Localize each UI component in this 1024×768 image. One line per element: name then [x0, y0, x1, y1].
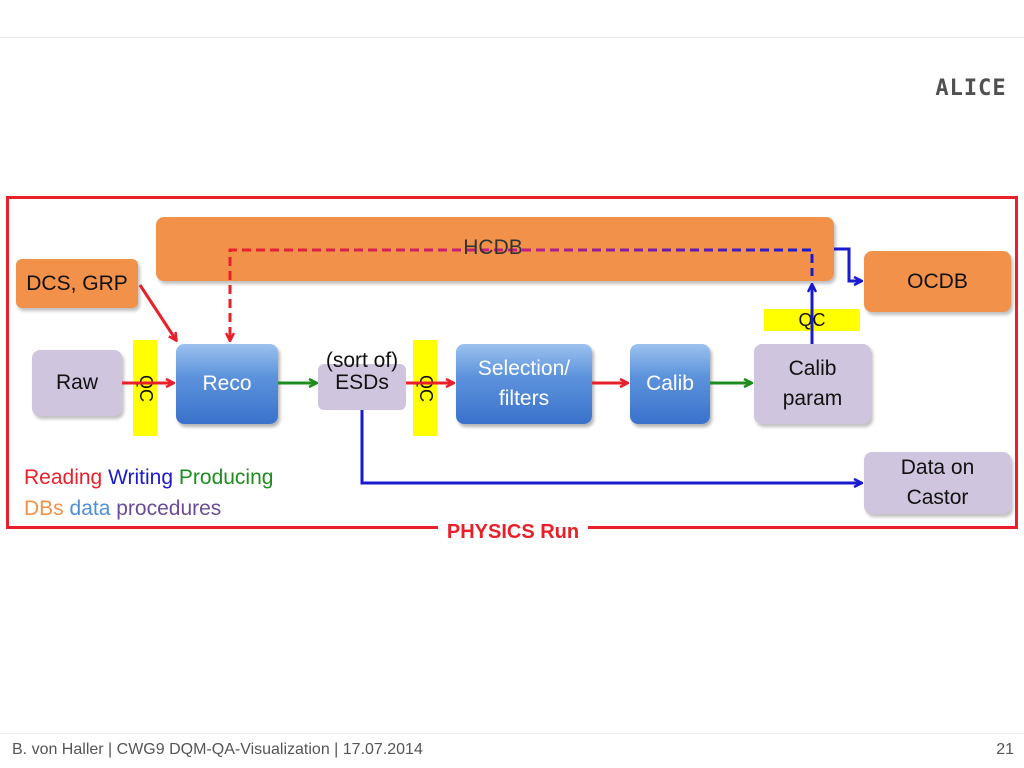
legend-line2: DBs data procedures — [24, 497, 221, 521]
alice-logo-text: ALICE — [935, 76, 1007, 101]
hcdb-to-ocdb-arrow — [834, 247, 861, 281]
ocdb-box: OCDB — [864, 251, 1011, 312]
dcs-grp-label: DCS, GRP — [26, 271, 128, 295]
esds-box — [318, 364, 406, 410]
data-castor-box: Data on Castor — [864, 452, 1011, 514]
dcs-to-reco-arrow — [138, 284, 176, 340]
selection-filters-box: Selection/ filters — [456, 344, 592, 424]
ocdb-label: OCDB — [907, 269, 968, 293]
reco-label: Reco — [202, 372, 252, 395]
selection-label-line2: filters — [498, 387, 550, 410]
page-number: 21 — [996, 741, 1014, 758]
calib-param-label-line2: param — [782, 387, 843, 410]
hcdb-label: HCDB — [463, 236, 523, 259]
legend-reading: Reading — [24, 466, 103, 489]
physics-run-label: PHYSICS Run — [438, 519, 588, 545]
reco-box: Reco — [176, 344, 278, 424]
legend-writing: Writing — [108, 466, 174, 489]
calib-box: Calib — [630, 344, 710, 424]
calib-param-label-line1: Calib — [788, 357, 837, 380]
hcdb-dashed-link — [228, 248, 814, 336]
qc-marker-raw: QC — [133, 340, 157, 436]
footer-rule — [0, 733, 1024, 734]
header-rule — [0, 37, 1024, 38]
calib-param-box: Calib param — [754, 344, 871, 424]
esds-label-line2: ESDs — [335, 371, 389, 394]
legend-producing: Producing — [178, 466, 274, 489]
esds-label-line1: (sort of) — [325, 349, 399, 372]
raw-box: Raw — [32, 350, 122, 416]
qc-marker-esds: QC — [413, 340, 437, 436]
raw-label: Raw — [55, 371, 98, 394]
legend-line1: Reading Writing Producing — [24, 466, 273, 490]
esds-to-castor-arrow — [360, 410, 861, 483]
legend-dbs: DBs — [24, 497, 64, 520]
legend-data: data — [69, 497, 111, 520]
legend-procedures: procedures — [116, 497, 222, 520]
dcs-grp-box: DCS, GRP — [16, 259, 138, 308]
footer-text: B. von Haller | CWG9 DQM-QA-Visualizatio… — [12, 741, 423, 758]
esds-label: (sort of) ESDs — [318, 350, 406, 394]
calib-label: Calib — [646, 372, 694, 395]
data-castor-label-line1: Data on — [900, 456, 975, 479]
selection-label-line1: Selection/ — [477, 357, 571, 380]
data-castor-label-line2: Castor — [906, 486, 969, 509]
